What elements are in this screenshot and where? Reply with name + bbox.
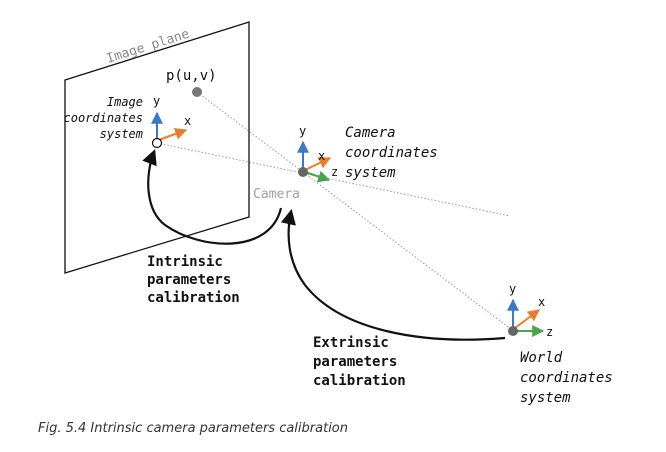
image-cs-label-line-2: coordinates [64,111,143,125]
image-axis-x [158,128,188,141]
camera-cs-label-line-1: Camera [345,125,396,141]
camera-axis-z-label: z [331,165,338,179]
world-cs-label-line-1: World [520,350,563,366]
camera-axis-y-label: y [299,124,306,138]
world-cs-label-line-3: system [520,390,571,406]
image-point [192,87,202,97]
intrinsic-label-line-1: Intrinsic [147,254,223,270]
projection-line-image-origin [156,142,511,217]
image-plane-label: Image plane [105,27,192,67]
image-cs-label-line-1: Image [107,95,143,109]
world-cs-label-line-2: coordinates [520,370,613,386]
extrinsic-label-line-3: calibration [313,373,406,389]
image-axis-x-label: x [184,114,191,128]
figure-caption: Fig. 5.4 Intrinsic camera parameters cal… [38,421,349,436]
intrinsic-calibration-arrow [142,149,283,245]
camera-axis-x [304,157,332,171]
extrinsic-label-line-1: Extrinsic [313,335,389,351]
world-axis-z-label: z [546,325,553,339]
camera-cs-label-line-2: coordinates [345,145,438,161]
extrinsic-label-line-2: parameters [313,354,397,370]
extrinsic-calibration-arrow [280,208,506,341]
image-origin [151,137,163,149]
point-label: p(u,v) [166,68,217,84]
camera-axis-z [304,170,331,183]
world-axis-x-label: x [538,295,545,309]
camera-origin [298,167,308,177]
world-origin [508,326,518,336]
intrinsic-label-line-2: parameters [147,272,231,288]
image-cs-label-line-3: system [100,127,143,141]
camera-label: Camera [253,187,300,202]
intrinsic-label-line-3: calibration [147,290,240,306]
image-axis-y-label: y [153,94,160,108]
camera-axis-x-label: x [318,149,325,163]
camera-cs-label-line-3: system [345,165,396,181]
world-axis-x [514,309,540,329]
projection-line-point-to-world [196,91,513,331]
world-axis-y-label: y [509,282,516,296]
image-plane [64,21,250,274]
